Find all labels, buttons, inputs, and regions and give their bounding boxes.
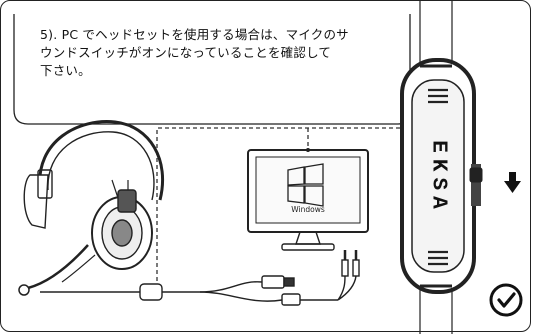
- inline-remote-illustration: [400, 0, 483, 334]
- monitor-os-label: Windows: [291, 205, 325, 214]
- arrow-down-icon: [504, 172, 521, 193]
- windows-logo-icon: [287, 163, 324, 207]
- remote-brand-label: EKSA: [426, 140, 450, 215]
- instruction-line-3: 下さい。: [40, 63, 91, 78]
- check-circle-icon: [489, 283, 523, 317]
- instruction-line-2: ウンドスイッチがオンになっていることを確認して: [40, 45, 332, 60]
- headset-illustration: [18, 120, 165, 296]
- remote-grip-lines: [428, 88, 448, 266]
- instruction-text: 5). PC でヘッドセットを使用する場合は、マイクのサ ウンドスイッチがオンに…: [40, 26, 410, 80]
- instruction-line-1: 5). PC でヘッドセットを使用する場合は、マイクのサ: [40, 27, 349, 42]
- monitor-illustration: [247, 148, 369, 251]
- dashed-connector-lines: [156, 127, 432, 288]
- cable-illustration: [40, 250, 360, 306]
- callout-border: [13, 14, 411, 125]
